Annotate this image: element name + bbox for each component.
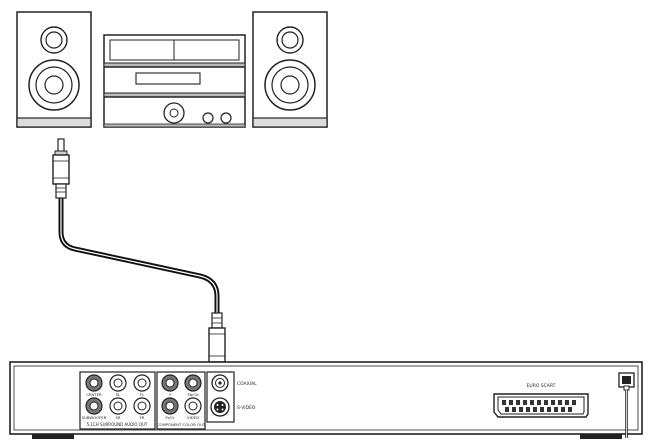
jack-y <box>161 374 179 392</box>
label-sr: SR <box>115 415 120 420</box>
scart-connector-icon: EURO SCART <box>493 383 589 418</box>
label-svideo: S-VIDEO <box>237 405 256 411</box>
label-pb-cb: Pb/Cb <box>187 392 199 397</box>
jack-subwoofer <box>85 397 103 415</box>
label-surround: 5.1CH SURROUND AUDIO OUT <box>87 422 148 427</box>
jack-sl <box>109 374 127 392</box>
label-y: Y <box>169 392 172 397</box>
label-subwoofer: SUBWOOFER <box>82 415 107 420</box>
label-coaxial: COAXIAL <box>237 381 257 387</box>
label-component: COMPONENT COLOR OUT <box>157 422 206 427</box>
jack-sr <box>109 397 127 415</box>
jack-video <box>184 397 202 415</box>
left-speaker-icon <box>16 11 92 128</box>
scart-pins <box>502 400 576 412</box>
coaxial-cable-icon <box>58 194 220 317</box>
label-center: CENTER <box>86 392 102 397</box>
component-color-out: Y Pb/Cb Pr/Cr VIDEO COMPONENT COLOR OUT <box>156 371 206 430</box>
amplifier-icon <box>103 34 246 128</box>
jack-pb-cb <box>184 374 202 392</box>
label-fl: FL <box>140 392 145 397</box>
label-video: VIDEO <box>187 415 199 420</box>
label-sl: SL <box>116 392 121 397</box>
label-euro-scart: EURO SCART <box>527 383 556 389</box>
label-fr: FR <box>140 415 145 420</box>
jack-center <box>85 374 103 392</box>
jack-fr <box>133 397 151 415</box>
coaxial-svideo-block: COAXIAL S-VIDEO <box>206 371 257 423</box>
right-speaker-icon <box>252 11 328 128</box>
surround-audio-out: CENTER SL FL SUBWOOFER SR FR 5.1CH SURRO… <box>79 371 156 430</box>
jack-pr-cr <box>161 397 179 415</box>
label-pr-cr: Pr/Cr <box>165 415 175 420</box>
svideo-jack <box>210 397 230 417</box>
jack-fl <box>133 374 151 392</box>
rca-plug-icon <box>52 138 70 199</box>
coaxial-jack <box>211 374 229 392</box>
power-socket-icon <box>618 372 635 438</box>
